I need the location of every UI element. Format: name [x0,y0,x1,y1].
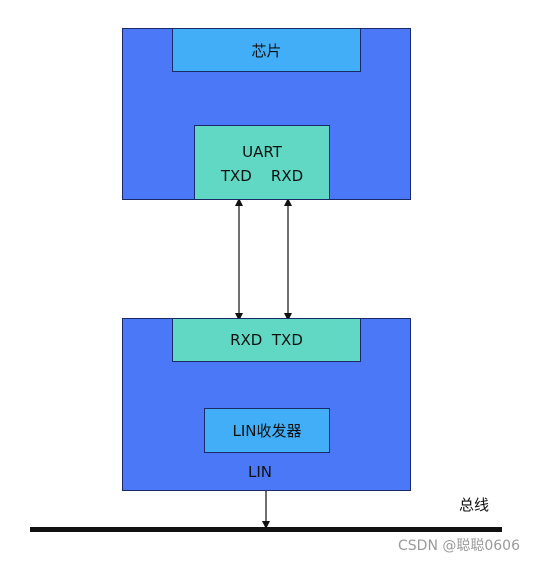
lin-pin-label: LIN [248,463,273,481]
chip-title-box: 芯片 [172,28,361,72]
bus-line [30,527,502,532]
uart-pins: TXD RXD [220,167,304,185]
lin-header-box: RXD TXD [172,318,361,362]
uart-box: UART TXD RXD [194,125,330,200]
lin-transceiver-label: LIN收发器 [232,422,302,440]
bus-label: 总线 [459,496,490,514]
lin-header-pins: RXD TXD [230,331,303,349]
chip-title: 芯片 [251,41,282,60]
lin-transceiver-box: LIN收发器 [204,408,330,453]
uart-title: UART [242,143,282,161]
watermark: CSDN @聪聪0606 [398,538,520,554]
